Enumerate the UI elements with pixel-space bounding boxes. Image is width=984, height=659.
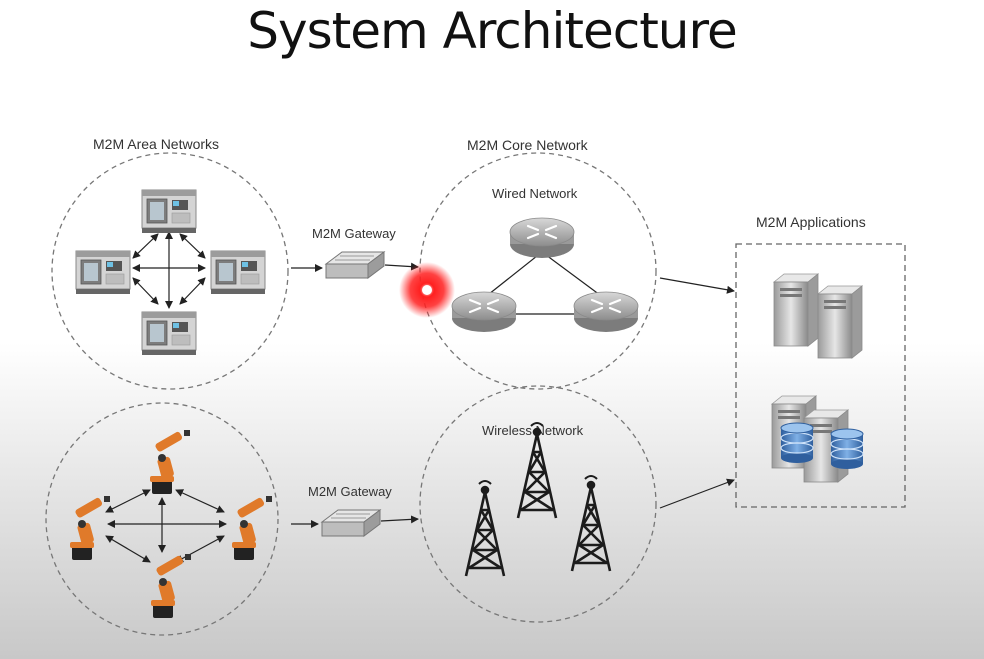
- cell-tower-icon: [464, 479, 506, 578]
- applications-boundary: [735, 243, 906, 508]
- router-icon: [508, 216, 576, 260]
- router-icon: [450, 290, 518, 334]
- page-title: System Architecture: [247, 2, 737, 60]
- gateway-bottom-label: M2M Gateway: [308, 484, 392, 499]
- database-icon: [780, 422, 814, 464]
- cnc-machine-icon: [141, 311, 197, 356]
- area-network-top-boundary: [51, 152, 289, 390]
- robot-arm-icon: [70, 496, 110, 560]
- server-icon: [817, 285, 863, 359]
- database-icon: [830, 428, 864, 470]
- gateway-switch-icon: [325, 251, 385, 279]
- core-network-label: M2M Core Network: [467, 137, 588, 153]
- robot-arm-icon: [232, 496, 272, 560]
- cnc-machine-icon: [141, 189, 197, 234]
- router-icon: [572, 290, 640, 334]
- gateway-switch-icon: [321, 509, 381, 537]
- cell-tower-icon: [570, 474, 612, 573]
- area-networks-label: M2M Area Networks: [93, 136, 220, 152]
- robot-arm-icon: [150, 430, 190, 494]
- applications-label: M2M Applications: [756, 214, 866, 230]
- wired-network-boundary: [419, 152, 657, 390]
- cell-tower-icon: [516, 421, 558, 520]
- cnc-machine-icon: [210, 250, 266, 295]
- server-icon: [773, 273, 819, 347]
- cnc-machine-icon: [75, 250, 131, 295]
- area-network-bottom-boundary: [45, 402, 279, 636]
- gateway-top-label: M2M Gateway: [312, 226, 396, 241]
- wireless-network-label: Wireless Network: [482, 423, 584, 438]
- wireless-network-boundary: [419, 385, 657, 623]
- wired-network-label: Wired Network: [492, 186, 578, 201]
- robot-arm-icon: [151, 554, 191, 618]
